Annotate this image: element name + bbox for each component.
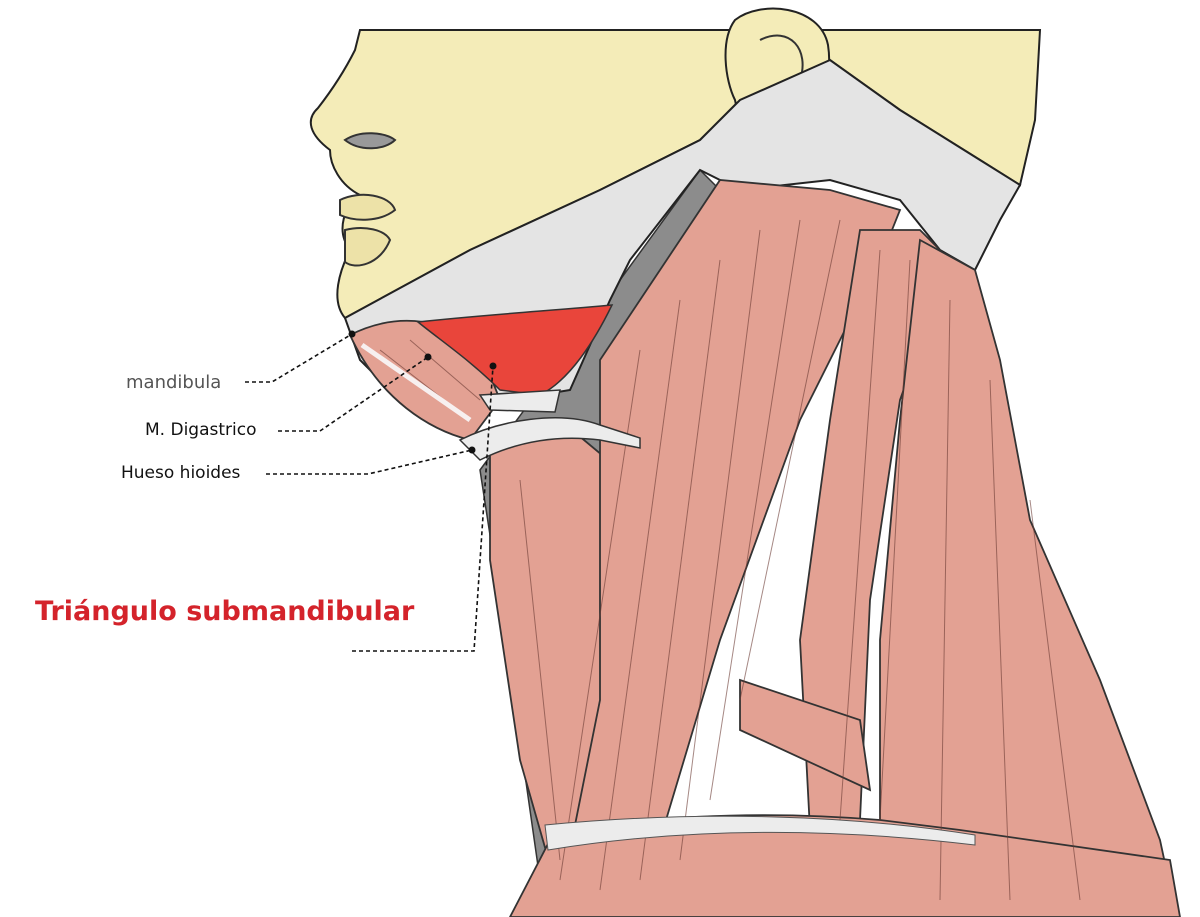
muscle-fibers <box>379 219 1081 901</box>
label-triangulo-submandibular: Triángulo submandibular <box>35 596 415 627</box>
label-mandibula: mandibula <box>126 372 222 393</box>
submandibular-triangle <box>416 304 614 396</box>
leader-lines <box>245 333 494 652</box>
label-hueso-hioides: Hueso hioides <box>121 463 241 483</box>
neck-muscles <box>348 179 1181 917</box>
label-digastrico: M. Digastrico <box>145 420 257 440</box>
lips <box>339 193 397 267</box>
leader-dots <box>348 330 497 454</box>
nostril <box>343 132 397 150</box>
hyoid-bone <box>458 417 641 461</box>
